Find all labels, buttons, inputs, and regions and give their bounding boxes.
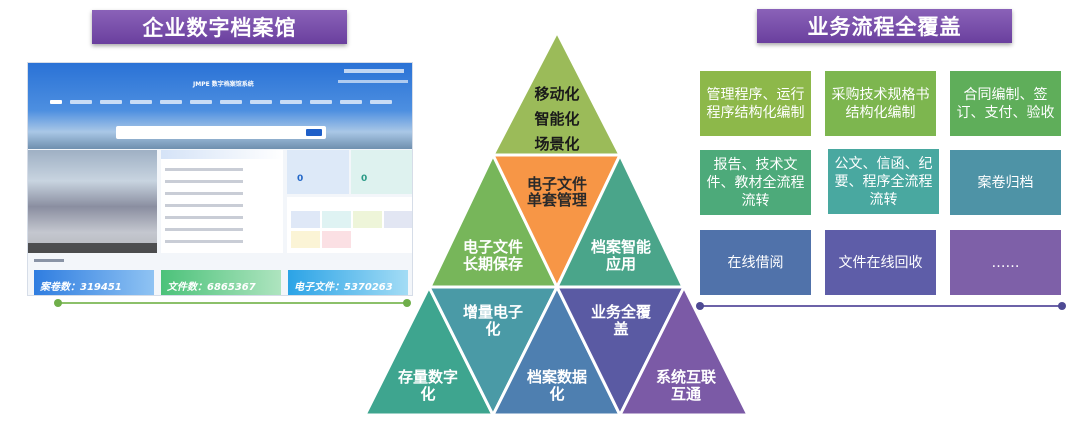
- bottom-5-label: 互通: [671, 385, 701, 403]
- bottom-1-label: 化: [420, 385, 435, 403]
- business-process-coverage-title: 业务流程全覆盖: [757, 9, 1012, 43]
- nav-bar: [50, 100, 392, 104]
- archive-system-screenshot: JMPE 数字档案馆系统 0 0 案卷数：319451 文件数：6865367 …: [27, 62, 413, 296]
- search-bar: [116, 126, 326, 139]
- stat-volumes: 案卷数：319451: [34, 270, 154, 295]
- user-menu: [344, 69, 404, 73]
- bottom-4-label: 业务全覆: [591, 303, 652, 321]
- process-box: 报告、技术文件、教材全流程流转: [700, 150, 811, 215]
- process-box: ……: [950, 230, 1061, 295]
- banner: JMPE 数字档案馆系统: [28, 63, 412, 149]
- bottom-4-label: 盖: [613, 320, 628, 338]
- bottom-5-label: 系统互联: [656, 368, 717, 386]
- news-list: [161, 150, 283, 253]
- bottom-2-label: 化: [485, 320, 500, 338]
- welcome-text: [338, 80, 408, 83]
- middle-left-label: 长期保存: [463, 255, 523, 273]
- middle-center-label: 电子文件: [527, 175, 587, 193]
- process-box: 案卷归档: [950, 150, 1061, 215]
- top-label: 移动化: [534, 85, 579, 103]
- common-functions: [287, 197, 412, 253]
- bottom-3-label: 化: [549, 385, 564, 403]
- process-box: 公文、信函、纪要、程序全流程流转: [828, 149, 939, 214]
- done-widget: 0: [351, 150, 412, 194]
- process-box: 在线借阅: [700, 230, 811, 295]
- tri-bottom-5: [618, 285, 750, 417]
- bottom-1-label: 存量数字: [398, 368, 458, 386]
- left-divider: [54, 299, 411, 307]
- right-divider: [696, 302, 1066, 310]
- process-box: 文件在线回收: [825, 230, 936, 295]
- todo-widget: 0: [287, 150, 349, 194]
- stat-files: 文件数：6865367: [161, 270, 281, 295]
- enterprise-digital-archive-title: 企业数字档案馆: [92, 10, 347, 44]
- middle-right-label: 应用: [606, 255, 636, 273]
- bottom-2-label: 增量电子: [463, 303, 523, 321]
- bottom-3-label: 档案数据: [527, 368, 587, 386]
- middle-center-label: 单套管理: [527, 191, 587, 209]
- search-button: [306, 129, 322, 136]
- process-box: 管理程序、运行程序结构化编制: [700, 71, 811, 136]
- middle-left-label: 电子文件: [463, 238, 523, 256]
- middle-right-label: 档案智能: [591, 238, 651, 256]
- process-box: 采购技术规格书结构化编制: [825, 71, 936, 136]
- group-photo: [28, 150, 157, 253]
- system-logo: JMPE 数字档案馆系统: [193, 81, 254, 88]
- top-label: 智能化: [534, 110, 579, 128]
- top-label: 场景化: [534, 135, 579, 153]
- process-box: 合同编制、签订、支付、验收: [950, 71, 1061, 136]
- stat-electronic-files: 电子文件：5370263: [288, 270, 408, 295]
